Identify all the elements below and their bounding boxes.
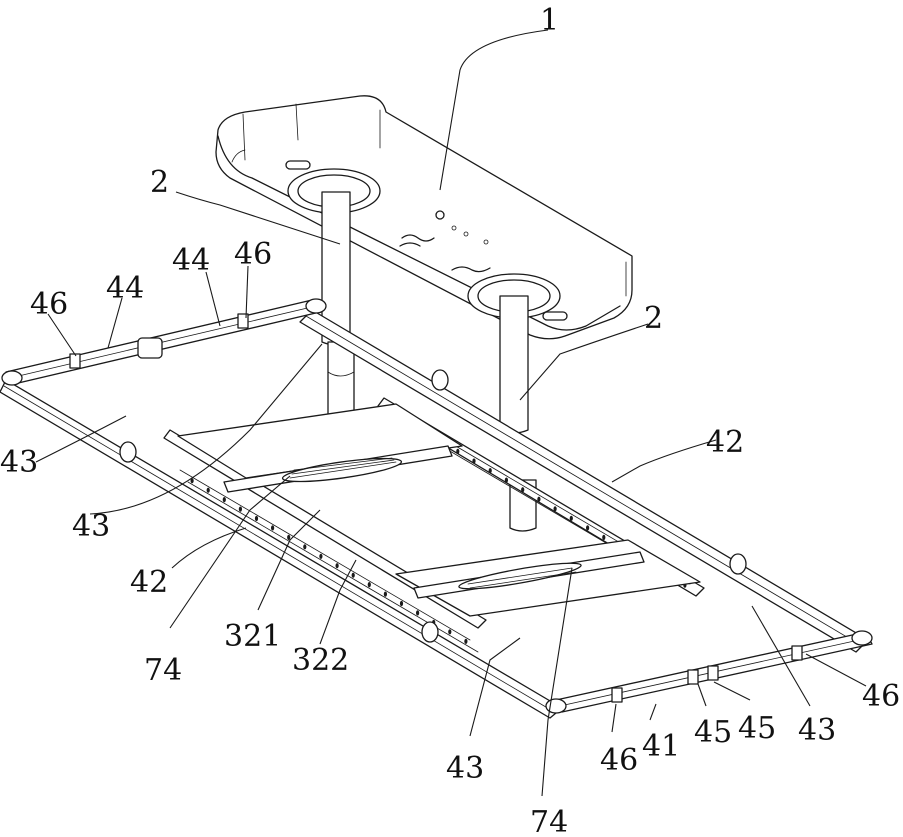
label-46-right: 46 (862, 679, 900, 714)
label-44-left: 44 (106, 271, 144, 306)
rail-hole (448, 629, 451, 634)
label-45-a: 45 (694, 715, 732, 750)
rail-hole (400, 601, 403, 606)
rail-hole (570, 516, 573, 521)
label-43-right: 43 (798, 713, 836, 748)
rail-hole (537, 497, 540, 502)
rail-hole (368, 582, 371, 587)
rail-hole (336, 563, 339, 568)
label-46-upper: 46 (234, 237, 272, 272)
ceiling-base (216, 96, 632, 339)
label-42-right: 42 (706, 425, 744, 460)
rail-hole (505, 478, 508, 483)
label-43-bottom: 43 (446, 751, 484, 786)
rail-hole (554, 506, 557, 511)
label-46-bottom: 46 (600, 743, 638, 778)
label-322: 322 (292, 643, 349, 678)
label-321: 321 (224, 619, 281, 654)
rail-hole (287, 535, 290, 540)
label-2-right: 2 (644, 301, 663, 336)
label-42-left: 42 (130, 565, 168, 600)
frame (0, 299, 872, 718)
rail-hole (464, 639, 467, 644)
label-43-inner: 43 (72, 509, 110, 544)
label-41: 41 (642, 729, 680, 764)
rail-hole (489, 468, 492, 473)
label-46-left: 46 (30, 287, 68, 322)
label-1: 1 (540, 3, 559, 38)
rail-hole (239, 507, 242, 512)
rail-hole (586, 525, 589, 530)
rail-hole (521, 487, 524, 492)
label-2-left: 2 (150, 165, 169, 200)
rail-hole (352, 573, 355, 578)
rail-hole (602, 535, 605, 540)
rail-hole (319, 554, 322, 559)
crossbeam-upper (178, 404, 462, 492)
rail-hole (207, 488, 210, 493)
rail-hole (456, 449, 459, 454)
label-74-bottom: 74 (530, 805, 568, 837)
rail-hole (416, 610, 419, 615)
label-44-upper: 44 (172, 243, 210, 278)
rail-hole (384, 592, 387, 597)
rail-hole (303, 544, 306, 549)
label-74-left: 74 (144, 653, 182, 688)
label-43-left: 43 (0, 445, 38, 480)
rail-hole (255, 516, 258, 521)
rail-hole (271, 525, 274, 530)
label-45-b: 45 (738, 711, 776, 746)
column-left (322, 192, 354, 420)
rail-hole (223, 497, 226, 502)
rail-hole (472, 458, 475, 463)
